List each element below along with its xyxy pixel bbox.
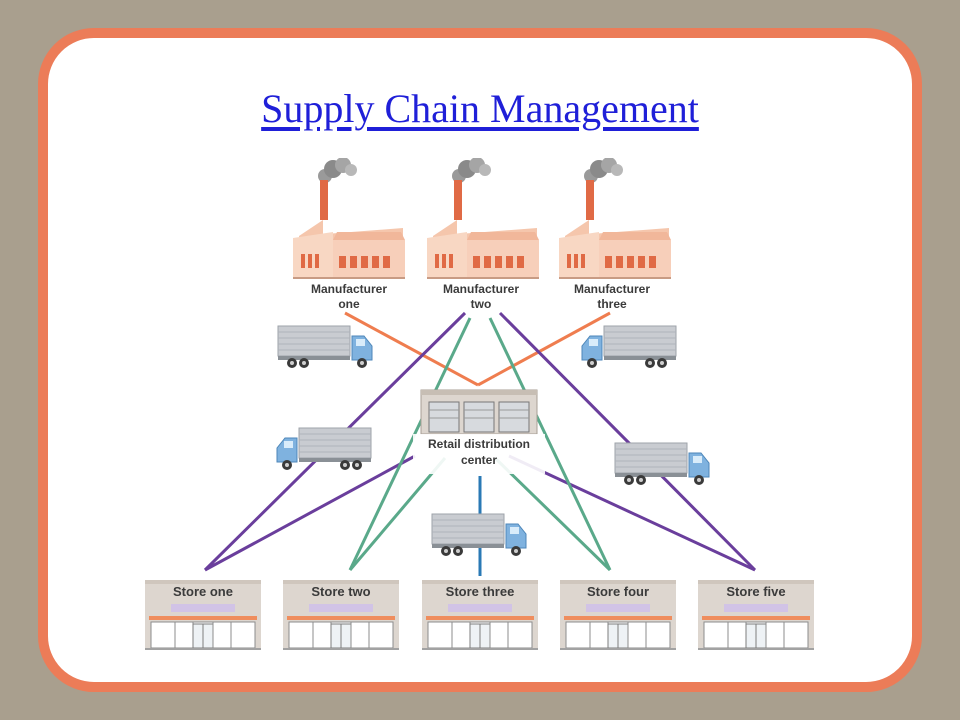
- manufacturer-three-line1: Manufacturer: [574, 282, 650, 296]
- store-one-label: Store one: [173, 584, 233, 599]
- route-dc-to-store-two: [348, 457, 447, 571]
- store-three-label: Store three: [446, 584, 515, 599]
- store-one: Store one: [145, 579, 262, 651]
- store-five: Store five: [697, 579, 815, 651]
- store-four: Store four: [559, 579, 677, 651]
- route-dc-to-store-four: [493, 456, 612, 572]
- factory-icon: [558, 158, 672, 279]
- manufacturer-one: Manufacturer one: [292, 158, 406, 311]
- supply-chain-diagram: Manufacturer one Manufacturer two Manufa…: [145, 158, 815, 651]
- route-m2-to-store-five: [498, 311, 757, 572]
- factory-icon: [292, 158, 406, 279]
- store-three: Store three: [421, 579, 539, 651]
- truck-icon: [277, 428, 371, 470]
- route-dc-to-store-five: [508, 454, 756, 572]
- truck-icon: [582, 326, 676, 368]
- slide-title[interactable]: Supply Chain Management: [261, 86, 699, 131]
- manufacturer-two: Manufacturer two: [426, 158, 540, 311]
- manufacturer-two-line1: Manufacturer: [443, 282, 519, 296]
- store-two: Store two: [282, 579, 400, 651]
- routes: [203, 311, 757, 576]
- manufacturer-three: Manufacturer three: [558, 158, 672, 311]
- route-m3-to-dc: [477, 311, 611, 387]
- store-four-label: Store four: [587, 584, 649, 599]
- store-five-label: Store five: [726, 584, 785, 599]
- distribution-center-line1: Retail distribution: [428, 437, 530, 451]
- manufacturer-two-line2: two: [471, 297, 492, 311]
- store-two-label: Store two: [311, 584, 370, 599]
- route-m2-to-store-four: [488, 317, 612, 571]
- route-m2-to-store-two: [348, 317, 472, 571]
- route-dc-to-store-one: [204, 454, 416, 572]
- truck-icon: [277, 325, 373, 369]
- factory-icon: [426, 158, 540, 279]
- route-m1-to-dc: [344, 311, 479, 387]
- truck-icon: [614, 442, 710, 486]
- manufacturer-three-line2: three: [597, 297, 627, 311]
- manufacturer-one-line2: one: [338, 297, 360, 311]
- distribution-center: Retail distribution center: [413, 389, 545, 474]
- manufacturer-one-line1: Manufacturer: [311, 282, 387, 296]
- distribution-center-line2: center: [461, 453, 497, 467]
